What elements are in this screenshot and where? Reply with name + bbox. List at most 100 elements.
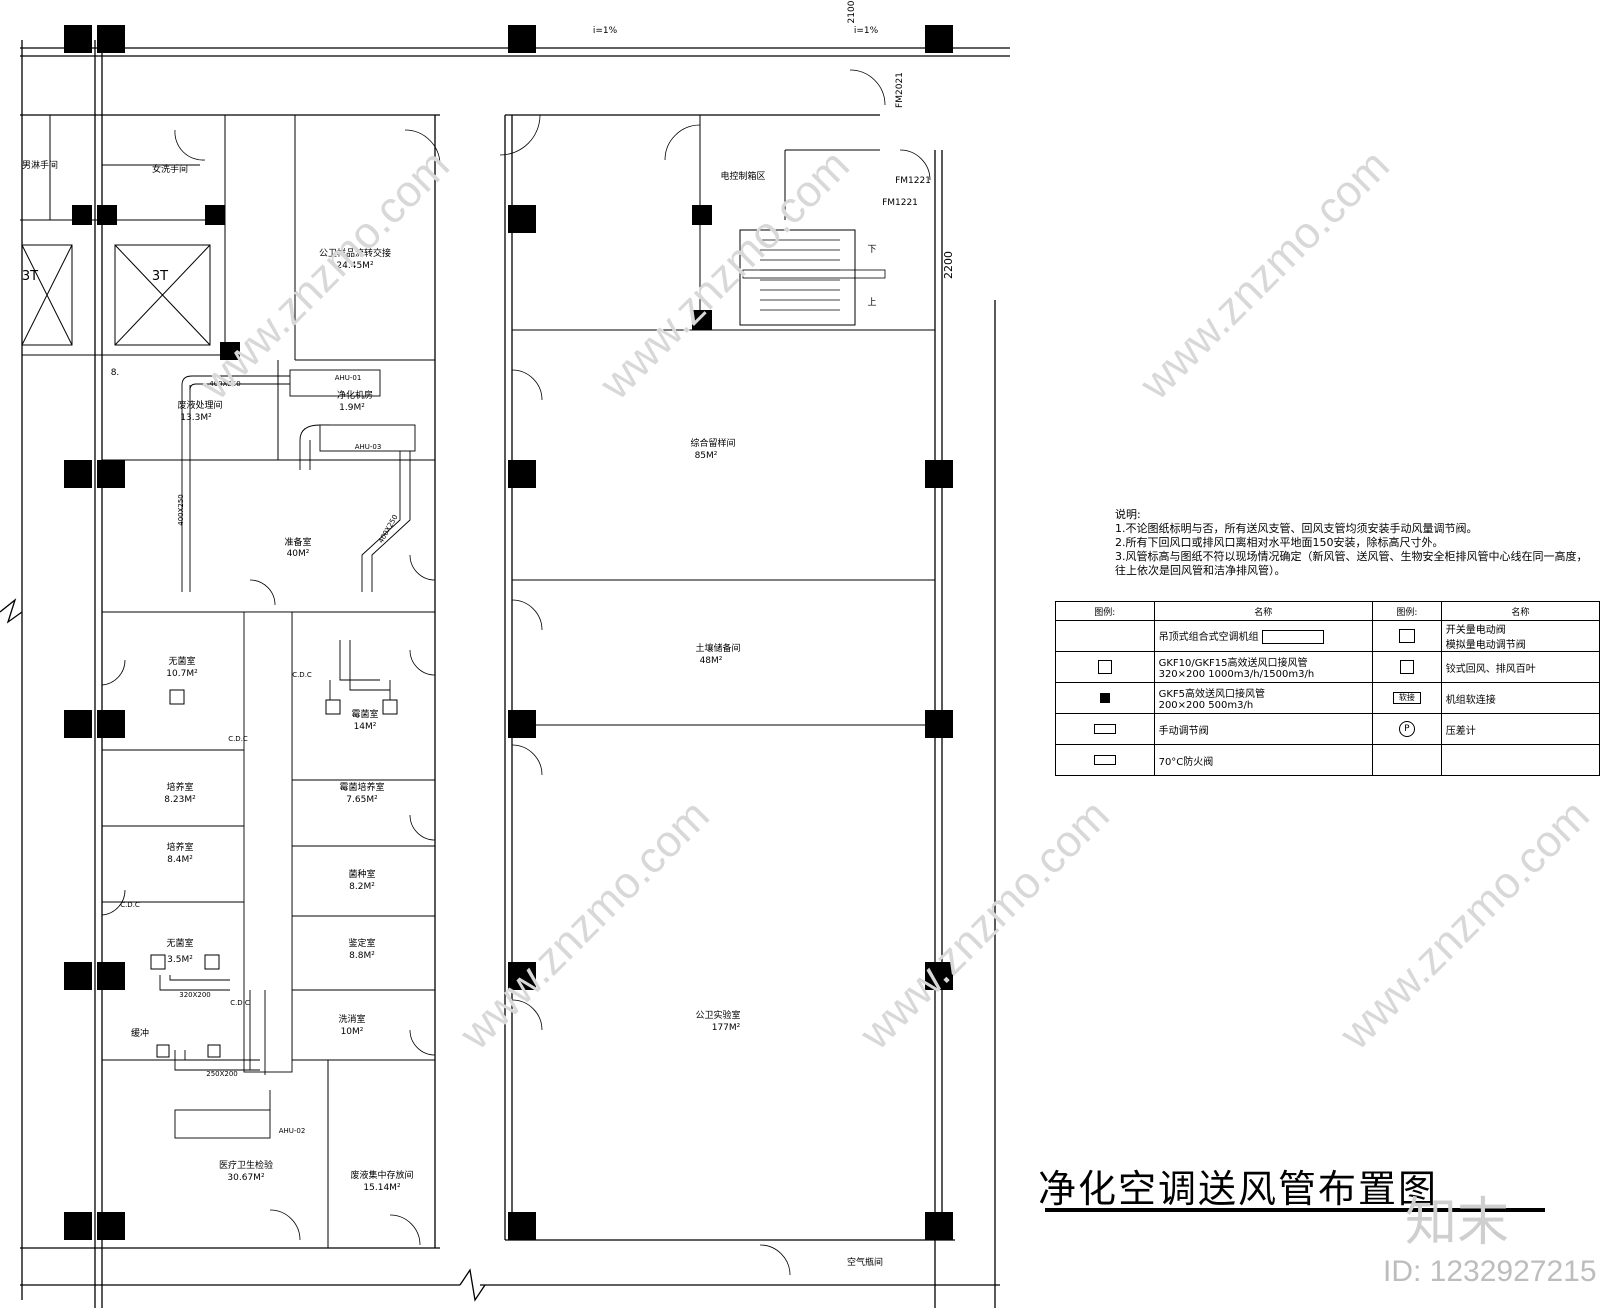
room-label: 无菌室 <box>168 655 195 667</box>
id-watermark: ID: 1232927215 <box>1383 1255 1597 1288</box>
room-label: 女洗手间 <box>152 163 188 175</box>
drawing-title: 净化空调送风管布置图 <box>1038 1167 1439 1211</box>
structural-columns <box>64 25 953 1240</box>
note-line: 往上依次是回风管和洁净排风管）。 <box>1115 564 1286 577</box>
room-label: 医疗卫生检验 <box>219 1159 273 1171</box>
room-label: 洗消室 <box>338 1013 365 1025</box>
room-label: 准备室 <box>284 536 311 548</box>
legend-header: 名称 <box>1153 601 1373 621</box>
brand-watermark: 知末 <box>1405 1193 1510 1253</box>
room-area: 8.8M² <box>349 951 375 961</box>
room-area: 24.45M² <box>336 261 374 271</box>
legend-name: GKF10/GKF15高效送风口接风管 <box>1158 658 1308 669</box>
stair-up: 上 <box>867 297 876 308</box>
room-label: 土壤储备间 <box>695 642 740 654</box>
note-line: 3.风管标高与图纸不符以现场情况确定（新风管、送风管、生物安全柜排风管中心线在同… <box>1115 550 1588 563</box>
legend-header: 名称 <box>1440 601 1600 621</box>
legend-name: 70°C防火阀 <box>1153 744 1373 776</box>
room-label: 电控制箱区 <box>720 170 765 182</box>
duct-tag: 250X200 <box>206 1070 238 1078</box>
legend-spec: 320×200 1000m3/h/1500m3/h <box>1158 669 1315 680</box>
legend-name: GKF5高效送风口接风管 <box>1158 689 1265 700</box>
room-label: 无菌室 <box>166 937 193 949</box>
cdc-tag: C.D.C <box>120 901 140 909</box>
room-label: 公卫实验室 <box>695 1009 740 1021</box>
duct-tag: 320X200 <box>179 991 211 999</box>
ahu-tag: AHU-02 <box>279 1127 306 1135</box>
legend-header: 图例: <box>1055 601 1155 621</box>
room-label: 男淋手间 <box>22 159 58 171</box>
room-area: 85M² <box>695 451 718 461</box>
legend-name: 压差计 <box>1440 713 1600 745</box>
room-label: 废液集中存放间 <box>350 1169 413 1181</box>
legend-name: 模拟量电动调节阀 <box>1445 640 1526 651</box>
interior-walls <box>20 115 935 1248</box>
cdc-tag: C.D.C <box>292 671 312 679</box>
room-label: 净化机房 <box>337 389 373 401</box>
room-label: 培养室 <box>166 781 193 793</box>
room-area: 30.67M² <box>227 1173 265 1183</box>
design-notes: 说明: 1.不论图纸标明与否，所有送风支管、回风支管均须安装手动风量调节阀。 2… <box>1115 508 1595 578</box>
room-labels: 男淋手间 女洗手间 3T 3T 8. 公卫样品流转交接 24.45M² 电控制箱… <box>22 159 883 1268</box>
notes-heading: 说明: <box>1115 508 1141 521</box>
duct-tag: 400X250 <box>177 494 185 526</box>
note-line: 2.所有下回风口或排风口离相对水平地面150安装，除标高尺寸外。 <box>1115 536 1444 549</box>
room-label: 空气瓶间 <box>847 1256 883 1268</box>
valve-symbol-icon <box>1398 629 1415 643</box>
room-area: 10.7M² <box>166 669 198 679</box>
legend-name: 开关量电动阀 <box>1445 625 1506 636</box>
room-label: 霉菌培养室 <box>339 781 384 793</box>
slope-tag: i=1% <box>593 26 618 36</box>
supply-ducts <box>159 375 411 1110</box>
diffuser-symbol-icon <box>1097 660 1112 674</box>
legend-spec: 200×200 500m3/h <box>1158 700 1254 711</box>
room-label: 菌种室 <box>348 868 375 880</box>
room-label: 综合留样间 <box>690 437 735 449</box>
dim-tag: 2100 <box>847 0 857 23</box>
ahu-symbol-icon <box>1261 630 1324 644</box>
duct-tag: 400X250 <box>209 380 241 388</box>
room-area: 13.3M² <box>180 413 212 423</box>
cdc-tag: C.D.C <box>228 735 248 743</box>
ahu-units <box>174 369 416 1139</box>
room-label: 鉴定室 <box>348 937 375 949</box>
legend-name: 吊顶式组合式空调机组 <box>1158 632 1259 643</box>
legend-header: 图例: <box>1371 601 1442 621</box>
note-line: 1.不论图纸标明与否，所有送风支管、回风支管均须安装手动风量调节阀。 <box>1115 522 1478 535</box>
manual-damper-symbol-icon <box>1093 723 1116 734</box>
legend-table: 图例: 名称 图例: 名称 吊顶式组合式空调机组 开关量电动阀模拟量电动调节阀 … <box>1055 601 1600 776</box>
doors <box>101 69 931 1276</box>
dim-tag: 2200 <box>942 251 955 279</box>
stair <box>742 239 886 311</box>
legend-name: 手动调节阀 <box>1153 713 1373 745</box>
door-tag: FM1221 <box>882 198 918 208</box>
room-label: 霉菌室 <box>351 708 378 720</box>
room-label: 3T <box>22 269 38 284</box>
room-area: 14M² <box>354 722 377 732</box>
room-area: 8.2M² <box>349 882 375 892</box>
legend-name: 机组软连接 <box>1440 682 1600 714</box>
room-area: 3.5M² <box>167 955 193 965</box>
room-area: 15.14M² <box>363 1183 401 1193</box>
diffusers <box>150 689 398 1058</box>
room-label: 废液处理间 <box>177 399 222 411</box>
stair-down: 下 <box>867 245 876 255</box>
room-label: 培养室 <box>166 841 193 853</box>
ahu-tag: AHU-01 <box>335 374 362 382</box>
small-diffuser-symbol-icon <box>1099 692 1110 703</box>
room-area: 40M² <box>287 549 310 559</box>
slope-tag: i=1% <box>854 26 879 36</box>
gauge-symbol-icon: P <box>1398 721 1415 737</box>
door-tag: FM2021 <box>895 72 905 108</box>
room-label: 公卫样品流转交接 <box>319 247 391 259</box>
room-label: 3T <box>152 269 168 284</box>
outer-walls <box>0 40 1010 1308</box>
room-label: 缓冲 <box>131 1027 149 1039</box>
legend-symbol <box>1055 620 1155 652</box>
door-tag: FM1221 <box>895 176 931 186</box>
title-underline <box>1045 1208 1545 1212</box>
legend-name: 铰式回风、排风百叶 <box>1440 651 1600 683</box>
room-area: 1.9M² <box>339 403 365 413</box>
soft-connect-symbol-icon: 软接 <box>1392 692 1421 704</box>
